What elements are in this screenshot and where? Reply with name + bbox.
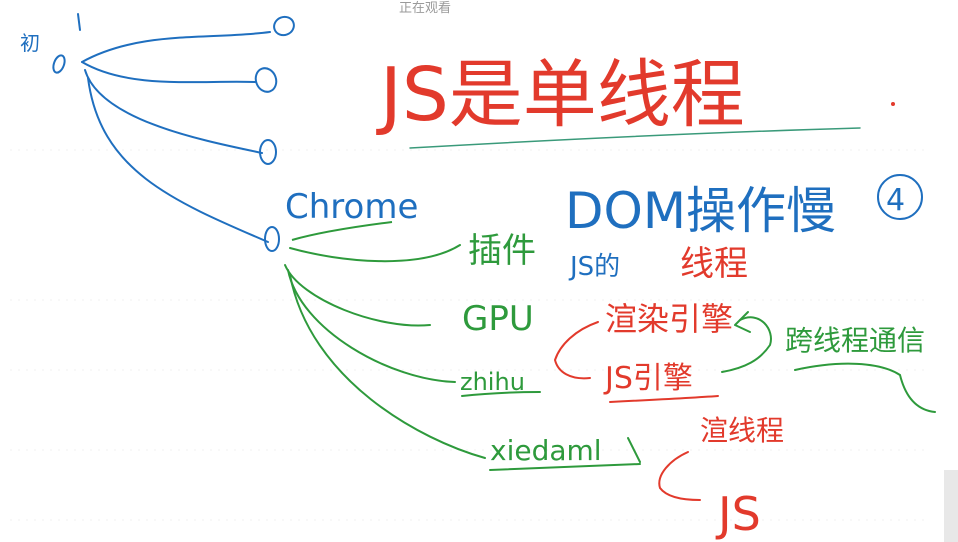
root-label: 初: [20, 31, 40, 55]
js-thread-label: JS的: [568, 252, 620, 282]
chrome-underline: [291, 221, 393, 241]
bottom-bracket: [658, 451, 701, 501]
title-text: JS是单线程: [376, 52, 745, 138]
js-engine-label: JS引擎: [603, 361, 693, 396]
cross-thread-arrow: [721, 311, 936, 413]
js-bottom-label: JS: [715, 487, 761, 541]
branch-gpu: GPU: [462, 299, 534, 339]
svg-text:4: 4: [886, 183, 905, 218]
blue-tree: [52, 13, 295, 252]
branch-plugin: 插件: [468, 231, 536, 271]
edge-shadow: [944, 470, 958, 542]
chrome-label: Chrome: [285, 187, 418, 227]
dom-note: DOM操作慢: [565, 182, 836, 240]
circled-number: 4: [877, 174, 923, 220]
render-thread-label: 渲线程: [700, 414, 784, 447]
green-tree: [284, 244, 641, 471]
engine-bracket: [553, 321, 719, 403]
branch-xiedaml: xiedaml: [490, 434, 602, 467]
render-engine-label: 渲染引擎: [605, 300, 733, 338]
thread-label: 线程: [680, 244, 748, 284]
title-underline: [409, 102, 895, 149]
status-label: 正在观看: [398, 0, 451, 15]
branch-zhihu: zhihu: [460, 368, 525, 396]
cross-thread-label: 跨线程通信: [785, 324, 925, 357]
